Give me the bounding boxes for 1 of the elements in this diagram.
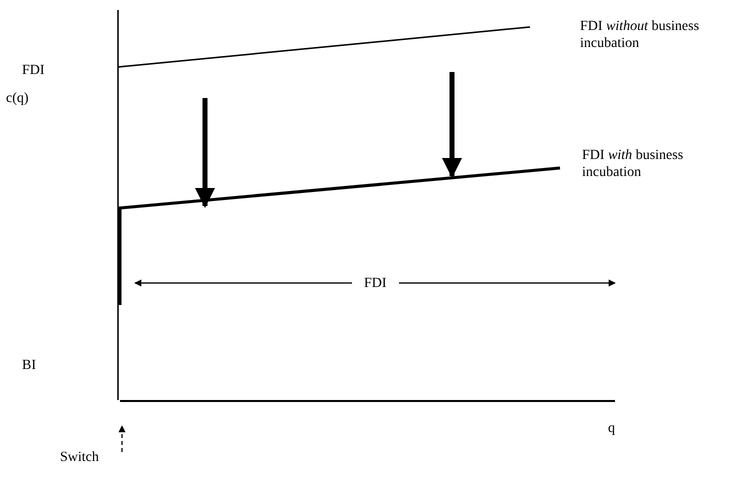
axis-title: c(q) — [6, 90, 29, 107]
